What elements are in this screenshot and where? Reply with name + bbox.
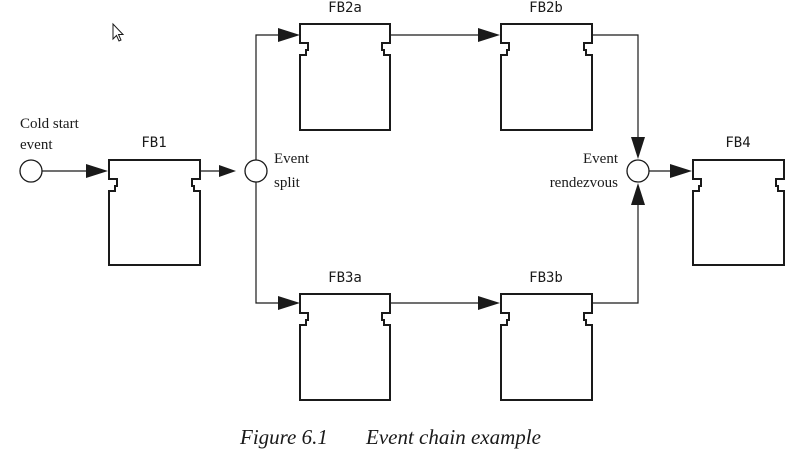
event-rendezvous-node [626,159,650,183]
arrowhead-into-fb4 [670,164,692,178]
arrowhead-into-rendezvous-top [631,137,645,159]
event-split-label-line-2: split [274,175,301,191]
wire-split-to-fb2a [255,34,280,160]
cold-start-label-line-2: event [20,137,53,153]
fb1-block [108,159,201,266]
mouse-pointer-icon [112,22,125,42]
event-labels: Cold start event Event split Event rende… [20,116,619,191]
arrowhead-into-rendezvous-bottom [631,183,645,205]
fb3b-block [500,293,593,401]
event-split-label-line-1: Event [274,151,310,167]
arrowhead-into-fb2b [478,28,500,42]
wire-split-to-fb3a [255,182,280,304]
fb3a-block [299,293,391,401]
arrowheads [86,28,692,310]
figure-caption: Figure 6.1 Event chain example [239,425,541,449]
fb3a-label: FB3a [328,270,362,286]
arrowhead-into-fb3b [478,296,500,310]
wire-fb2b-to-rendezvous [592,34,639,138]
connections [42,34,672,304]
event-rendezvous-label-line-1: Event [583,151,619,167]
event-split-node [244,159,268,183]
function-blocks [108,23,785,401]
cold-start-label-line-1: Cold start [20,116,80,132]
arrowhead-into-split [219,165,236,177]
fb2a-block [299,23,391,131]
arrowhead-into-fb1 [86,164,108,178]
fb2b-block [500,23,593,131]
fb3b-label: FB3b [529,270,563,286]
fb1-label: FB1 [141,135,166,151]
wire-fb3b-to-rendezvous [592,204,639,304]
fb4-label: FB4 [725,135,750,151]
fb2a-label: FB2a [328,0,362,16]
arrowhead-into-fb3a [278,296,300,310]
event-nodes [19,159,650,183]
fb4-block [692,159,785,266]
block-labels: FB1 FB2a FB2b FB3a FB3b FB4 [141,0,750,286]
event-rendezvous-label-line-2: rendezvous [550,175,618,191]
fb2b-label: FB2b [529,0,563,16]
caption-title: Event chain example [365,425,541,449]
arrowhead-into-fb2a [278,28,300,42]
cold-start-event-node [19,159,43,183]
caption-number: Figure 6.1 [239,425,328,449]
